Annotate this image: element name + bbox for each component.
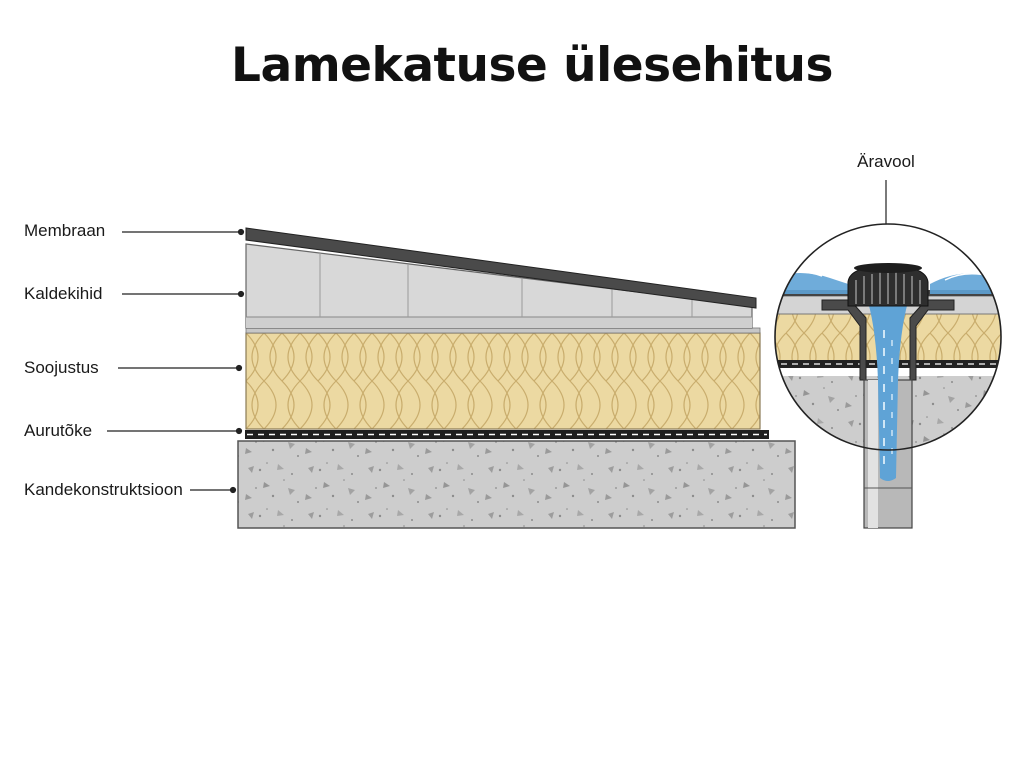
label-drain: Äravool bbox=[857, 152, 915, 171]
label-membrane: Membraan bbox=[24, 221, 106, 240]
label-vapor: Aurutõke bbox=[24, 421, 93, 440]
label-slope: Kaldekihid bbox=[24, 284, 103, 303]
drain-detail bbox=[774, 223, 1002, 529]
structure-layer bbox=[237, 440, 796, 529]
label-insulation: Soojustus bbox=[24, 358, 99, 377]
insulation-layer bbox=[245, 332, 761, 430]
diagram-title: Lamekatuse ülesehitus bbox=[231, 38, 833, 93]
membrane-layer bbox=[245, 227, 757, 309]
leader-lines bbox=[107, 180, 887, 494]
label-structure: Kandekonstruktsioon bbox=[24, 480, 183, 499]
slope-layer bbox=[245, 243, 753, 329]
vapor-layer bbox=[245, 430, 769, 439]
separation-sheet bbox=[245, 327, 761, 334]
